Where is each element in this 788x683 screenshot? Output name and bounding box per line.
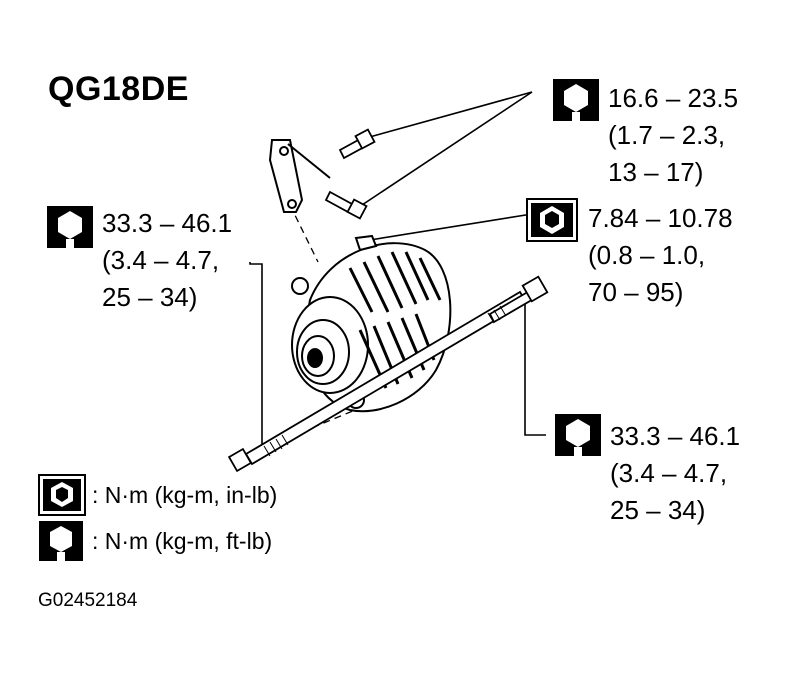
figure-id: G02452184 (38, 590, 138, 611)
terminal-stud (354, 234, 378, 252)
torque-spec-upper-right: 16.6 – 23.5 (1.7 – 2.3, 13 – 17) (608, 83, 739, 187)
wrench-hollow-nut-icon (39, 521, 83, 561)
wrench-hollow-nut-icon (555, 414, 601, 456)
leader-right-bolt (524, 300, 546, 436)
torque-spec-middle-right: 7.84 – 10.78 (0.8 – 1.0, 70 – 95) (588, 203, 733, 307)
wrench-hollow-nut-icon (47, 206, 93, 248)
legend-ft-lb: : N·m (kg-m, ft-lb) (92, 528, 273, 554)
adjusting-bracket (268, 139, 304, 213)
leader-left-bolt (249, 262, 263, 448)
wrench-solid-nut-icon (526, 198, 578, 242)
leader-lower-bolt (361, 91, 533, 206)
legend-in-lb: : N·m (kg-m, in-lb) (92, 482, 278, 508)
alternator-body (291, 242, 452, 413)
leader-upper-bolt (365, 91, 533, 139)
torque-spec-left: 33.3 – 46.1 (3.4 – 4.7, 25 – 34) (102, 208, 233, 312)
torque-spec-lower-right: 33.3 – 46.1 (3.4 – 4.7, 25 – 34) (610, 421, 741, 525)
engine-model-title: QG18DE (48, 70, 189, 108)
wrench-solid-nut-icon (38, 474, 86, 516)
leader-stud (369, 213, 533, 241)
wrench-hollow-nut-icon (553, 79, 599, 121)
